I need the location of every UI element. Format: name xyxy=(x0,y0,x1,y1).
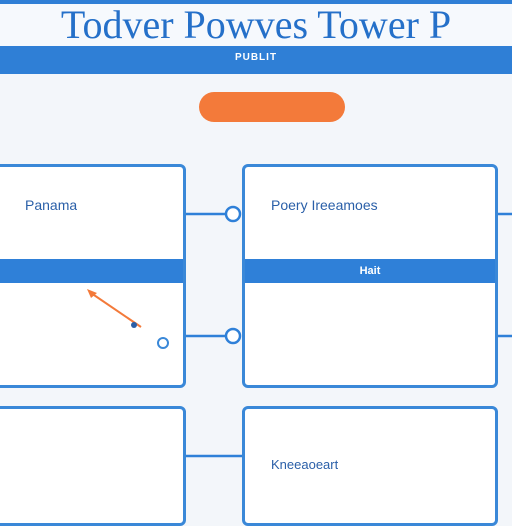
card-right-label: Poery Ireeamoes xyxy=(271,197,378,213)
page-title: Todver Powves Tower P xyxy=(60,4,452,46)
arrow-line xyxy=(90,292,142,328)
card-right-band: Hait xyxy=(245,259,495,283)
card-right: Poery Ireeamoes Hait xyxy=(242,164,498,388)
title-strip: Todver Powves Tower P xyxy=(0,4,512,46)
card-bottom-right-band xyxy=(245,413,495,437)
card-left-arrow-graphic xyxy=(87,289,169,349)
card-left: Panama xyxy=(0,164,186,388)
card-bottom-left-band xyxy=(0,413,183,437)
card-bottom-right: Kneeaoeart xyxy=(242,406,498,526)
card-left-label: Panama xyxy=(25,197,78,213)
connector-node-top xyxy=(224,205,242,223)
arrow-end-icon xyxy=(157,337,169,349)
connector-lines xyxy=(0,205,512,458)
page-subtitle: PUBLIT xyxy=(234,52,278,63)
header-banner: Todver Powves Tower P PUBLIT xyxy=(0,0,512,74)
connector-node-middle xyxy=(224,327,242,345)
arrow-head-icon xyxy=(87,289,97,298)
card-bottom-left xyxy=(0,406,186,526)
card-bottom-right-line-1: Kneeaoeart xyxy=(271,457,339,472)
arrow-dot-icon xyxy=(131,322,137,328)
card-left-band xyxy=(0,259,183,283)
action-button[interactable] xyxy=(199,92,345,122)
